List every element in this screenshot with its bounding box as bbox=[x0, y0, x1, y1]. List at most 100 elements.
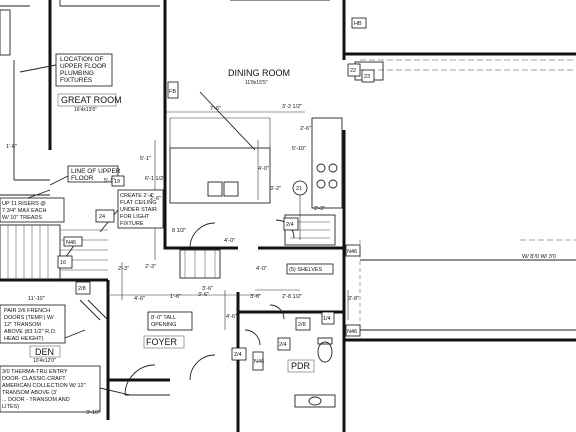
note-line: LINE OF UPPER bbox=[71, 168, 121, 175]
dimension: 4'-0" bbox=[258, 166, 269, 172]
note-line: TRANSOM ABOVE (3' bbox=[2, 390, 57, 396]
room-foyer: FOYER bbox=[143, 335, 185, 349]
note-line: W/ 10" TREADS bbox=[2, 215, 42, 221]
cooktop-burner bbox=[316, 179, 326, 189]
tag-hb: HB bbox=[354, 21, 362, 27]
note-line: LITES) bbox=[2, 404, 19, 410]
bench bbox=[179, 249, 221, 279]
kitchen-island bbox=[169, 147, 271, 204]
fireplace bbox=[0, 9, 11, 56]
room-den: DEN 10'4x12'0" bbox=[29, 345, 61, 364]
tag-2-4: 2/4 bbox=[286, 222, 294, 228]
tag-2-8: 2/8 bbox=[78, 286, 86, 292]
note-line: FOR LIGHT bbox=[120, 214, 150, 220]
dimension: 3'-10" bbox=[86, 410, 100, 416]
note-line: UPPER FLOOR bbox=[60, 63, 107, 70]
note-line: (5) SHELVES bbox=[289, 267, 323, 273]
note-line: ... DOOR - TRANSOM AND bbox=[2, 397, 70, 403]
dimension: 2'-3" bbox=[145, 264, 156, 270]
toilet-tank bbox=[317, 337, 333, 345]
dimension: 3'-8" bbox=[348, 296, 359, 302]
dimension: 3'-2" bbox=[270, 186, 281, 192]
cooktop-burner bbox=[328, 163, 338, 173]
room-name: PDR bbox=[291, 361, 311, 371]
tag-n46: N46 bbox=[254, 359, 264, 365]
note-line: HEAD HEIGHT) bbox=[4, 336, 44, 342]
dimension: 11'-10" bbox=[28, 296, 45, 302]
leader-lines bbox=[19, 64, 256, 396]
note-line: CREATE 2'-4" bbox=[120, 193, 154, 199]
tag-1-4: 1/4 bbox=[323, 316, 331, 322]
dimension-text: 7'-6" 3'-2 1/2" 4'-0" 2'-3" 2'-3" 11'-10… bbox=[6, 104, 359, 416]
tag-24: 24 bbox=[99, 214, 105, 220]
note-entry-door: 3/0 THERMA-TRU ENTRY DOOR- CLASSIC-CRAFT… bbox=[0, 365, 101, 413]
dimension: 3'-2 1/2" bbox=[282, 104, 302, 110]
note-line: FLOOR bbox=[71, 175, 94, 182]
note-line: DOORS (TEMP.) W/ bbox=[4, 315, 54, 321]
dimension: 2'-8 1/2" bbox=[282, 294, 302, 300]
tag-n46: N46 bbox=[347, 329, 357, 335]
note-french-doors: PAIR 2/6 FRENCH DOORS (TEMP.) W/ 12" TRA… bbox=[0, 304, 66, 344]
cooktop-burner bbox=[316, 163, 326, 173]
note-line: PLUMBING bbox=[60, 70, 94, 77]
note-upper-floor-line: LINE OF UPPER FLOOR bbox=[67, 165, 121, 183]
note-line: 12" TRANSOM bbox=[4, 322, 41, 328]
dimension: 4'-6" bbox=[226, 314, 237, 320]
note-line: PAIR 2/6 FRENCH bbox=[4, 308, 50, 314]
note-line: UP 11 RISERS @ bbox=[2, 201, 46, 207]
dimension: 5'-1" bbox=[140, 156, 151, 162]
dimension: 6'-1 1/2" bbox=[145, 176, 165, 182]
dimension: 3'-6" bbox=[198, 292, 209, 298]
note-tall-opening: 8'-0" TALL OPENING bbox=[147, 311, 193, 331]
stair bbox=[0, 189, 108, 281]
note-line: FIXTURES bbox=[60, 77, 93, 84]
room-name: GREAT ROOM bbox=[61, 95, 122, 105]
room-size: 11'8x15'5" bbox=[245, 80, 268, 86]
note-line: ABOVE (83 1/2" R.O. bbox=[4, 329, 57, 335]
note-line: OPENING bbox=[151, 322, 176, 328]
dimension: 2'-6" bbox=[150, 196, 161, 202]
tag-22: 22 bbox=[350, 68, 356, 74]
dimension: 2'-6" bbox=[300, 126, 311, 132]
note-stair-risers: UP 11 RISERS @ 7 3/4" MAX EACH W/ 10" TR… bbox=[0, 197, 65, 223]
note-line: FIXTURE bbox=[120, 221, 144, 227]
tag-2-4: 2/4 bbox=[234, 352, 242, 358]
counter-east bbox=[311, 117, 343, 209]
room-pdr: PDR bbox=[287, 359, 315, 373]
dimension: 2'-3" bbox=[118, 266, 129, 272]
dimension: 7'-6" bbox=[210, 106, 221, 112]
wall-top-left bbox=[0, 0, 160, 7]
tag-23: 23 bbox=[364, 74, 370, 80]
dimension: 4'-0" bbox=[224, 238, 235, 244]
room-name: FOYER bbox=[146, 337, 178, 347]
garage-dashed bbox=[360, 59, 576, 241]
room-great: GREAT ROOM 16'4x13'6" bbox=[57, 93, 122, 113]
dimension: 4'-6" bbox=[134, 296, 145, 302]
note-line: DOOR- CLASSIC-CRAFT bbox=[2, 376, 66, 382]
room-dining: DINING ROOM 11'8x15'5" bbox=[228, 68, 290, 86]
tags: FB 22 23 21 24 19 N46 N46 N46 N46 2/4 2/… bbox=[57, 17, 375, 371]
great-room-wall-left bbox=[13, 60, 50, 181]
tag-19: 19 bbox=[114, 179, 120, 185]
note-line: LOCATION OF bbox=[60, 56, 104, 63]
dimension: 2'-3" bbox=[314, 206, 325, 212]
toilet bbox=[317, 341, 333, 363]
vanity bbox=[294, 394, 336, 408]
dimension: 5'-10" bbox=[292, 146, 306, 152]
room-name: DEN bbox=[35, 347, 54, 357]
note-line: AMERICAN COLLECTION W/ 12" bbox=[2, 383, 86, 389]
note-line: 8'-0" TALL bbox=[151, 315, 176, 321]
room-size: 16'4x13'6" bbox=[74, 107, 97, 113]
tag-fb: FB bbox=[169, 89, 176, 95]
dimension: 3'-6" bbox=[250, 294, 261, 300]
wall-dining-west bbox=[163, 0, 178, 250]
kitchen bbox=[169, 117, 343, 246]
room-name: DINING ROOM bbox=[228, 68, 290, 78]
dimension: 3'-6" bbox=[202, 286, 213, 292]
tag-2-8: 2/8 bbox=[298, 322, 306, 328]
dimension: 5'-1" bbox=[104, 178, 115, 184]
note-line: UNDER STAIR bbox=[120, 207, 157, 213]
tag-16: 16 bbox=[60, 260, 66, 266]
